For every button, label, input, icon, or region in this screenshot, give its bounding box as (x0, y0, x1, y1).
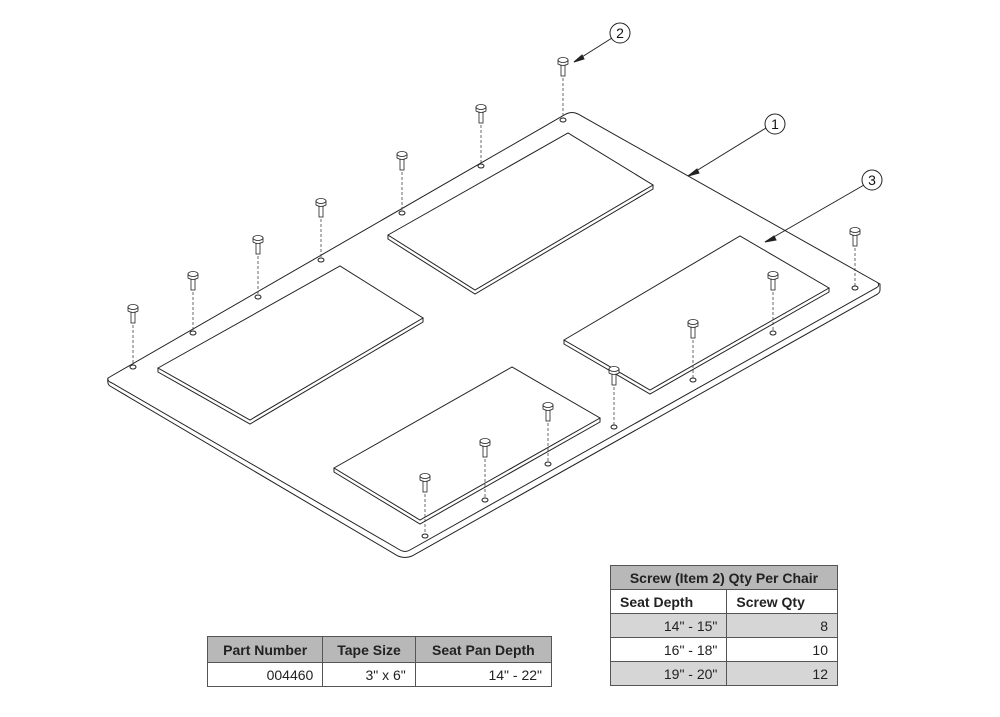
screw (475, 104, 487, 169)
screw-quantity-table: Screw (Item 2) Qty Per Chair Seat Depth … (609, 565, 838, 686)
screw (187, 271, 199, 336)
screw (315, 198, 327, 263)
screw (849, 227, 861, 291)
screw (479, 438, 491, 503)
screw (419, 473, 431, 539)
screw (608, 366, 620, 430)
callout-1: 1 (764, 113, 786, 135)
callout-3: 3 (861, 169, 883, 191)
callout-1-label: 1 (771, 116, 779, 132)
table-row: 004460 3" x 6" 14" - 22" (206, 662, 553, 687)
callouts: 1 2 3 (573, 22, 883, 243)
screws (127, 57, 861, 539)
screw (127, 304, 139, 370)
screw (396, 151, 408, 216)
seat-depth-cell: 14" - 15" (609, 613, 728, 638)
screw (687, 319, 699, 383)
part-number-cell: 004460 (206, 662, 324, 687)
column-header-seat-depth: Seat Depth (609, 589, 728, 614)
table-row: 16" - 18"10 (609, 637, 838, 662)
screw (767, 271, 779, 336)
screw-qty-cell: 12 (726, 661, 838, 686)
seat-depth-cell: 19" - 20" (609, 661, 728, 686)
seat-depth-cell: 16" - 18" (609, 637, 728, 662)
screw (252, 235, 264, 300)
screw (542, 402, 554, 467)
screw-qty-cell: 8 (726, 613, 838, 638)
seat-plate (107, 112, 881, 558)
tape-size-cell: 3" x 6" (322, 662, 416, 687)
table-row: 14" - 15"8 (609, 613, 838, 638)
column-header-tape-size: Tape Size (322, 636, 416, 663)
part-number-table: Part Number Tape Size Seat Pan Depth 004… (206, 636, 553, 687)
seat-pan-depth-cell: 14" - 22" (414, 662, 553, 687)
callout-3-label: 3 (868, 172, 876, 188)
tape-pads (156, 132, 831, 525)
column-header-seat-pan-depth: Seat Pan Depth (414, 636, 553, 663)
screw (557, 57, 569, 123)
column-header-part-number: Part Number (206, 636, 324, 663)
column-header-screw-qty: Screw Qty (726, 589, 838, 614)
callout-2-label: 2 (616, 25, 624, 41)
screw-qty-cell: 10 (726, 637, 838, 662)
screw-table-title: Screw (Item 2) Qty Per Chair (610, 565, 838, 590)
table-row: 19" - 20"12 (609, 661, 838, 686)
callout-2: 2 (609, 22, 631, 44)
